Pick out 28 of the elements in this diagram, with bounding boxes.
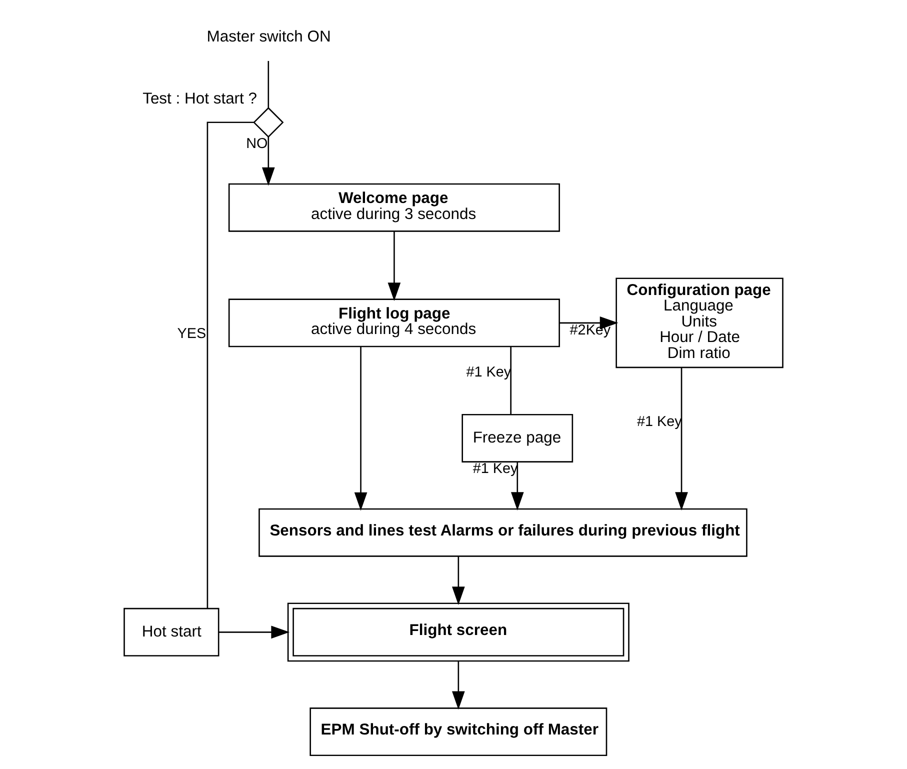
arrow — [452, 662, 465, 710]
node-box: Welcome page active during 3 seconds — [228, 183, 560, 232]
edge-label: #1 Key — [636, 414, 682, 430]
edge-label: NO — [246, 136, 268, 152]
arrow — [218, 626, 290, 639]
node-diamond — [253, 107, 284, 138]
node-box: Configuration page Language Units Hour / Date Dim ratio — [616, 278, 784, 368]
edge-label: #2Key — [570, 322, 611, 338]
connector — [268, 60, 270, 108]
arrow — [559, 316, 618, 330]
arrow — [388, 231, 401, 302]
arrow — [354, 346, 368, 511]
arrow — [262, 136, 275, 186]
node-box: Freeze page — [462, 414, 574, 462]
node-box: Flight screen — [287, 602, 630, 662]
arrow — [452, 556, 465, 606]
node-box: Sensors and lines test Alarms or failures during previous flight — [258, 508, 748, 557]
node-box: Flight log page active during 4 seconds — [228, 298, 560, 348]
node-box: EPM Shut-off by switching off Master — [310, 708, 608, 756]
node-text: Master switch ON — [206, 28, 331, 46]
node-box: Hot start — [124, 608, 220, 656]
edge-label: YES — [177, 326, 206, 342]
connector — [206, 122, 254, 608]
arrow — [675, 368, 688, 511]
edge-label: #1 Key — [472, 461, 518, 478]
node-label: Test : Hot start ? — [142, 90, 258, 108]
arrow — [510, 462, 524, 510]
connector — [510, 346, 512, 414]
